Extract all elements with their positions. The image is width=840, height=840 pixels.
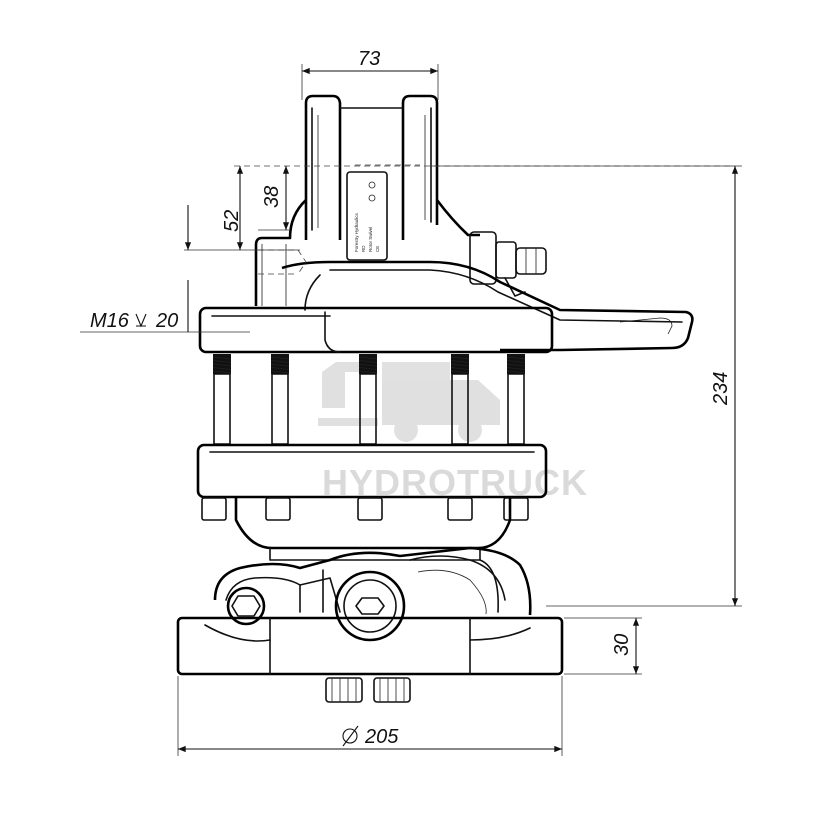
stator-ring [234, 498, 512, 561]
thread-callout: M16 20 [80, 280, 250, 333]
dim-label-30: 30 [611, 634, 633, 656]
base-plate [176, 616, 564, 676]
truck-logo-icon [318, 362, 500, 442]
nut [357, 497, 383, 521]
svg-text:RD: RD [361, 245, 366, 252]
watermark: HYDROTRUCK [318, 362, 587, 503]
dim-label-234: 234 [710, 372, 732, 406]
bolt [358, 354, 378, 445]
nut [447, 497, 473, 521]
nut [265, 497, 291, 521]
dimension-overall-height: 234 [430, 165, 742, 607]
dimension-38: 38 [258, 166, 290, 231]
nut-array [201, 497, 529, 521]
lower-flange [196, 443, 548, 499]
bolt [506, 354, 526, 445]
thread-depth-label: 20 [155, 310, 178, 332]
dimension-top-width: 73 [301, 48, 439, 100]
dimension-base-diameter: 205 [177, 676, 563, 756]
thread-hole [234, 164, 734, 275]
dim-label-205: 205 [364, 726, 399, 748]
upper-flange [198, 306, 554, 354]
bottom-fittings [325, 677, 411, 703]
svg-text:CE: CE [375, 246, 380, 252]
diameter-symbol-icon [342, 725, 359, 747]
dim-label-38: 38 [261, 186, 283, 208]
top-housing [281, 260, 694, 352]
svg-text:Forestry Hydraulics: Forestry Hydraulics [354, 212, 359, 252]
nut [503, 497, 529, 521]
top-link-ear [254, 94, 480, 306]
dimension-base-height: 30 [564, 617, 642, 675]
bolt [212, 354, 232, 445]
label-plate: Forestry Hydraulics RD Rotor Swivel CE [346, 171, 388, 261]
dim-label-73: 73 [358, 48, 380, 70]
bolt [270, 354, 290, 445]
nut [201, 497, 227, 521]
rotor-body [213, 546, 532, 642]
svg-text:Rotor Swivel: Rotor Swivel [368, 227, 373, 252]
dimension-52: 52 [184, 166, 300, 251]
thread-label: M16 [90, 310, 130, 332]
